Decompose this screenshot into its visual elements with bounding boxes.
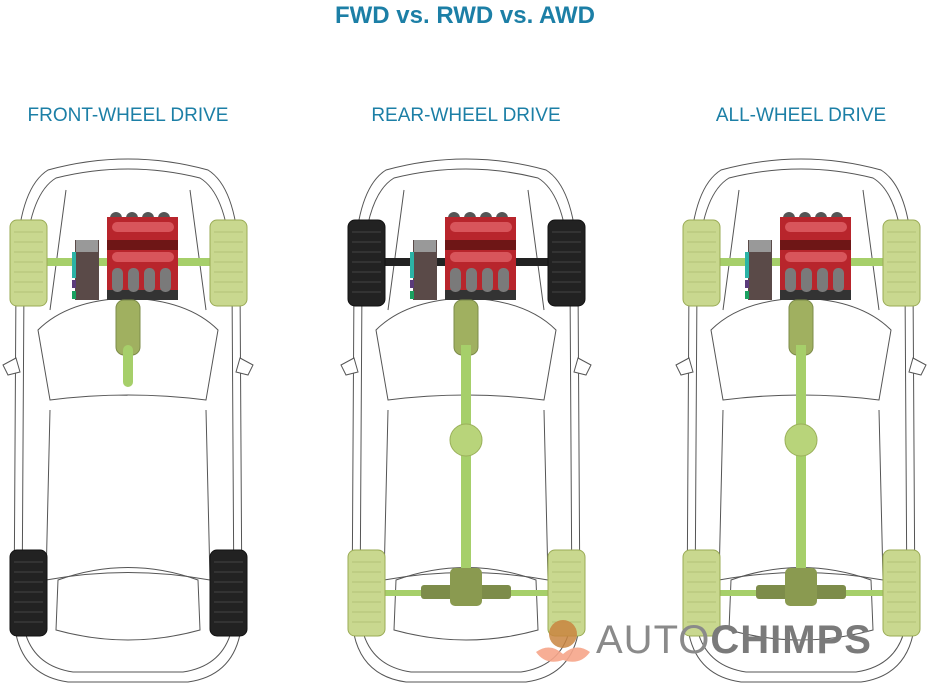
rear-left-wheel (682, 549, 721, 637)
label-all-wheel-drive: ALL-WHEEL DRIVE (715, 105, 887, 126)
engine-cylinder (466, 268, 477, 292)
rear-right-wheel (547, 549, 586, 637)
label-front-wheel-drive: FRONT-WHEEL DRIVE (27, 105, 229, 126)
front-right-wheel (209, 219, 248, 307)
transmission-purple (745, 280, 749, 288)
engine-band (107, 240, 178, 250)
tire (882, 549, 921, 637)
chimp-wrench-logo-icon (536, 620, 590, 662)
transmission-green (410, 291, 414, 299)
tire (347, 549, 386, 637)
rear-right-wheel (209, 549, 248, 637)
engine-highlight (112, 222, 174, 232)
tire (682, 219, 721, 307)
engine-highlight (112, 252, 174, 262)
transmission-green (745, 291, 749, 299)
tire (9, 219, 48, 307)
rear-left-wheel (347, 549, 386, 637)
hood-lines (49, 189, 207, 311)
rear-differential (450, 568, 482, 606)
engine-highlight (785, 222, 847, 232)
rear-window (728, 567, 874, 641)
transmission-top (414, 240, 436, 252)
engine-cylinder (450, 268, 461, 292)
car-awd (675, 158, 927, 683)
center-joint (784, 423, 818, 457)
transmission-teal (745, 252, 749, 278)
transmission-green (72, 291, 76, 299)
engine-cylinder (833, 268, 844, 292)
engine-base (780, 290, 851, 300)
tire (9, 549, 48, 637)
engine (780, 212, 851, 300)
engine-cylinder (817, 268, 828, 292)
engine-base (107, 290, 178, 300)
tire (882, 219, 921, 307)
windshield (710, 297, 892, 401)
hood-lines (722, 189, 880, 311)
transmission-teal (72, 252, 76, 278)
tire (347, 219, 386, 307)
engine-highlight (450, 252, 512, 262)
engine-base (445, 290, 516, 300)
hood-lines (387, 189, 545, 311)
center-joint (449, 423, 483, 457)
transmission-top (76, 240, 98, 252)
tire (547, 219, 586, 307)
engine-cylinder (482, 268, 493, 292)
side-mirrors (340, 357, 592, 376)
car-rwd (340, 158, 592, 683)
diagram-title: FWD vs. RWD vs. AWD (334, 2, 596, 29)
driveshaft (796, 345, 806, 590)
engine-cylinder (785, 268, 796, 292)
engine-cylinder (160, 268, 171, 292)
front-left-wheel (682, 219, 721, 307)
transmission-purple (410, 280, 414, 288)
tire (209, 549, 248, 637)
front-right-wheel (882, 219, 921, 307)
front-right-wheel (547, 219, 586, 307)
rear-window (55, 567, 201, 641)
logo-text-chimps: CHIMPS (710, 617, 872, 662)
transmission-teal (410, 252, 414, 278)
windshield (37, 297, 219, 401)
rear-differential (785, 568, 817, 606)
rear-right-wheel (882, 549, 921, 637)
front-driveshaft-stub (123, 345, 133, 387)
front-left-wheel (347, 219, 386, 307)
roof (45, 409, 211, 581)
engine-cylinder (801, 268, 812, 292)
rear-window (393, 567, 539, 641)
logo-text-auto: AUTO (596, 617, 711, 662)
engine-highlight (450, 222, 512, 232)
windshield (375, 297, 557, 401)
engine-cylinder (128, 268, 139, 292)
driveshaft (461, 345, 471, 590)
rear-left-wheel (9, 549, 48, 637)
engine-band (780, 240, 851, 250)
car-fwd (2, 158, 254, 683)
engine-band (445, 240, 516, 250)
engine-cylinder (144, 268, 155, 292)
tire (209, 219, 248, 307)
autochimps-logo: AUTOCHIMPS (530, 612, 872, 668)
engine-cylinder (112, 268, 123, 292)
front-left-wheel (9, 219, 48, 307)
side-mirrors (675, 357, 927, 376)
label-rear-wheel-drive: REAR-WHEEL DRIVE (371, 105, 561, 126)
engine (107, 212, 178, 300)
transmission-top (749, 240, 771, 252)
engine-highlight (785, 252, 847, 262)
engine (445, 212, 516, 300)
transmission-purple (72, 280, 76, 288)
engine-cylinder (498, 268, 509, 292)
side-mirrors (2, 357, 254, 376)
